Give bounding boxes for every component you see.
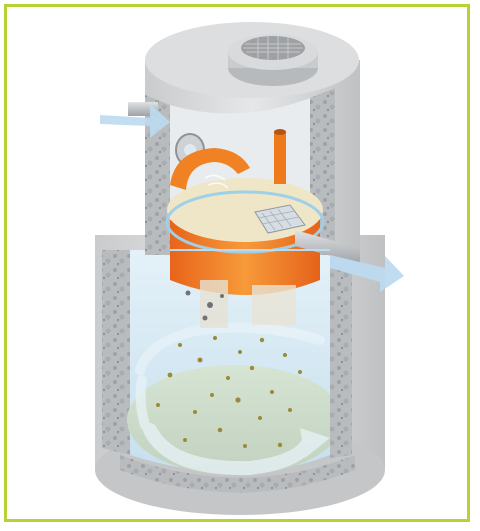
wall-section-right <box>330 250 352 458</box>
manhole-cover <box>228 34 318 86</box>
wall-section-left <box>102 250 130 455</box>
vent-pipe <box>274 132 286 184</box>
sediment-pool <box>127 365 343 475</box>
